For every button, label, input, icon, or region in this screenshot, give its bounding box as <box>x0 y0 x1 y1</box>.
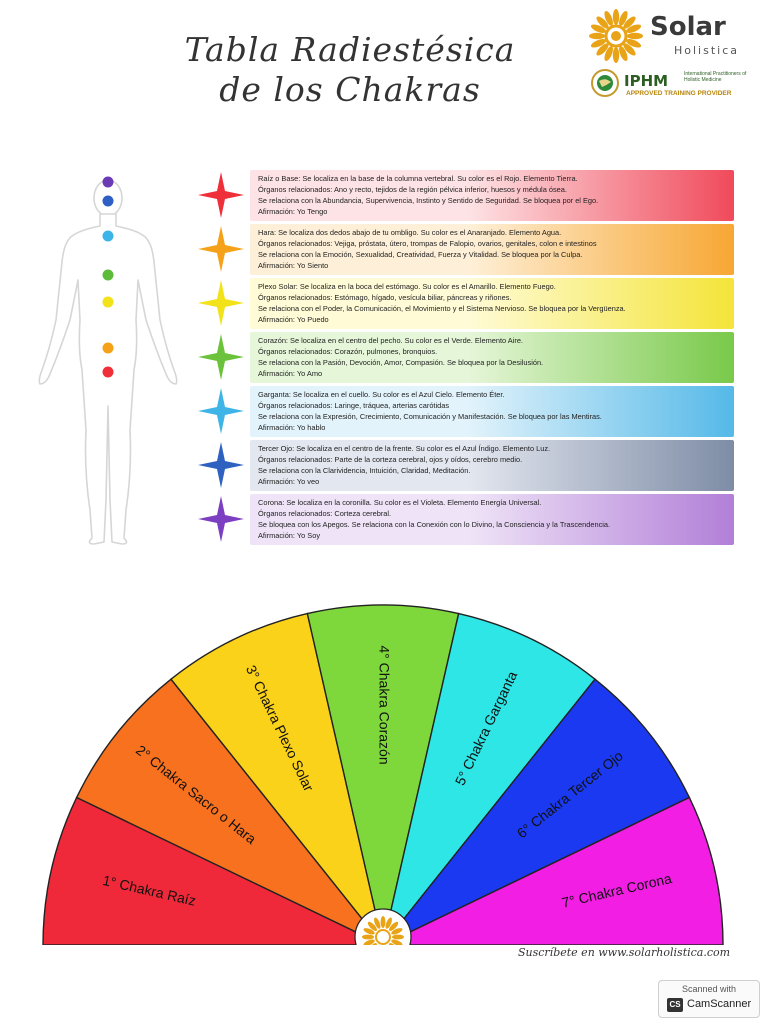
row-line: Órganos relacionados: Corteza cerebral. <box>258 509 392 518</box>
chakra-dot-sacral <box>102 342 114 354</box>
center-sun-icon <box>354 908 412 945</box>
solar-holistica-logo: Solar Holistica <box>588 6 758 66</box>
chakra-dot-root <box>102 366 114 378</box>
star-icon <box>196 224 246 274</box>
iphm-provider: APPROVED TRAINING PROVIDER <box>626 90 732 97</box>
camscanner-watermark: Scanned with CS CamScanner <box>658 980 760 1018</box>
fan-label-4: 4° Chakra Corazón <box>376 645 392 764</box>
chakra-dot-solar-plexus <box>102 296 114 308</box>
camscanner-logo: CS <box>667 998 683 1012</box>
row-line: Se relaciona con la Pasión, Devoción, Am… <box>258 358 544 367</box>
row-line: Corona: Se localiza en la coronilla. Su … <box>258 498 542 507</box>
brand-name: Solar <box>650 12 726 42</box>
petal <box>626 24 642 33</box>
chakra-row-third-eye: Tercer Ojo: Se localiza en el centro de … <box>250 440 734 491</box>
row-line: Se relaciona con el Poder, la Comunicaci… <box>258 304 626 313</box>
star-icon <box>196 440 246 490</box>
page-title: Tabla Radiestésica de los Chakras <box>160 30 540 110</box>
star-icon <box>196 170 246 220</box>
row-line: Órganos relacionados: Ano y recto, tejid… <box>258 185 567 194</box>
star-icon <box>196 332 246 382</box>
scan-caption: Scanned with <box>681 984 737 994</box>
row-line: Órganos relacionados: Vejiga, próstata, … <box>258 239 597 248</box>
petal <box>589 32 605 40</box>
petal <box>623 16 636 29</box>
row-line: Raíz o Base: Se localiza en la base de l… <box>258 174 578 183</box>
row-line: Afirmación: Yo Amo <box>258 369 323 378</box>
petal <box>619 10 628 26</box>
iphm-description: International Practitioners of Holistic … <box>684 71 747 83</box>
brand-subtitle: Holistica <box>674 44 740 57</box>
human-body-figure <box>38 176 178 545</box>
title-line-2: de los Chakras <box>219 70 481 109</box>
chakra-row-root: Raíz o Base: Se localiza en la base de l… <box>250 170 734 221</box>
row-line: Corazón: Se localiza en el centro del pe… <box>258 336 523 345</box>
row-line: Órganos relacionados: Parte de la cortez… <box>258 455 523 464</box>
star-icon <box>196 494 246 544</box>
row-line: Hara: Se localiza dos dedos abajo de tu … <box>258 228 562 237</box>
row-line: Plexo Solar: Se localiza en la boca del … <box>258 282 556 291</box>
row-line: Se relaciona con la Clarividencia, Intui… <box>258 466 471 475</box>
star-icon <box>196 278 246 328</box>
row-line: Afirmación: Yo Soy <box>258 531 321 540</box>
chakra-row-throat: Garganta: Se localiza en el cuello. Su c… <box>250 386 734 437</box>
iphm-title: IPHM <box>624 72 669 90</box>
chakra-row-heart: Corazón: Se localiza en el centro del pe… <box>250 332 734 383</box>
chakra-row-solar-plexus: Plexo Solar: Se localiza en la boca del … <box>250 278 734 329</box>
petal <box>627 32 643 40</box>
star-icon <box>196 386 246 436</box>
row-line: Se relaciona con la Abundancia, Superviv… <box>258 196 599 205</box>
fan-wedge-3 <box>170 612 384 945</box>
petal <box>612 9 620 25</box>
row-line: Afirmación: Yo Siento <box>258 261 329 270</box>
row-line: Órganos relacionados: Laringe, tráquea, … <box>258 401 450 410</box>
petal <box>596 43 609 56</box>
fan-wedge-2 <box>75 678 384 945</box>
row-line: Afirmación: Yo hablo <box>258 423 326 432</box>
row-line: Órganos relacionados: Corazón, pulmones,… <box>258 347 438 356</box>
petal <box>590 24 606 33</box>
chakra-dot-crown <box>102 176 114 188</box>
chakra-dot-throat <box>102 230 114 242</box>
chakra-row-sacral: Hara: Se localiza dos dedos abajo de tu … <box>250 224 734 275</box>
chakra-dot-third-eye <box>102 195 114 207</box>
petal <box>623 43 636 56</box>
sun-flower-icon <box>589 9 643 63</box>
row-line: Garganta: Se localiza en el cuello. Su c… <box>258 390 505 399</box>
scan-app-name: CamScanner <box>687 998 752 1010</box>
row-line: Afirmación: Yo veo <box>258 477 320 486</box>
petal <box>604 46 613 62</box>
iphm-badge: IPHM International Practitioners of Holi… <box>590 68 760 100</box>
website-link[interactable]: Suscríbete en www.solarholistica.com <box>518 946 731 959</box>
petal <box>604 10 613 26</box>
row-line: Tercer Ojo: Se localiza en el centro de … <box>258 444 551 453</box>
row-line: Se relaciona con la Emoción, Sexualidad,… <box>258 250 583 259</box>
row-line: Órganos relacionados: Estómago, hígado, … <box>258 293 512 302</box>
row-line: Se relaciona con la Expresión, Crecimien… <box>258 412 602 421</box>
fan-wedge-4 <box>306 604 460 945</box>
petal <box>590 39 606 48</box>
fan-wedge-1 <box>42 796 384 945</box>
petal <box>619 46 628 62</box>
row-line: Se bloquea con los Apegos. Se relaciona … <box>258 520 611 529</box>
fan-wedge-7 <box>382 796 724 945</box>
fan-wedge-5 <box>382 612 596 945</box>
chakra-row-crown: Corona: Se localiza en la coronilla. Su … <box>250 494 734 545</box>
title-line-1: Tabla Radiestésica <box>184 30 516 69</box>
row-line: Afirmación: Yo Tengo <box>258 207 328 216</box>
fan-wedge-6 <box>382 678 691 945</box>
row-line: Afirmación: Yo Puedo <box>258 315 329 324</box>
petal <box>612 47 620 63</box>
petal <box>596 16 609 29</box>
chakra-dot-heart <box>102 269 114 281</box>
petal <box>626 39 642 48</box>
globe-icon <box>591 69 619 97</box>
